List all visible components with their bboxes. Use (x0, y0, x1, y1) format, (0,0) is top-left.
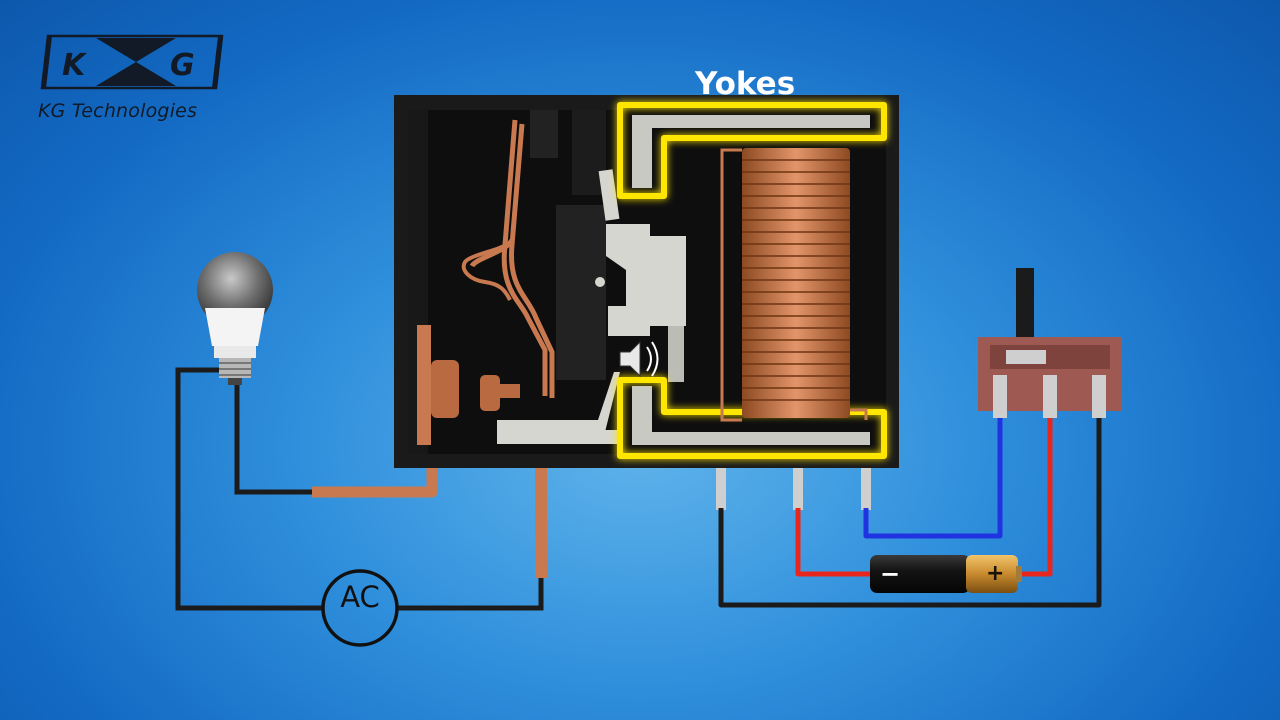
kg-logo: K G KG Technologies (36, 34, 236, 122)
relay-coil (720, 148, 868, 422)
kg-logo-mark-icon (40, 34, 224, 90)
logo-letter-g: G (170, 48, 195, 83)
ac-source-label: AC (340, 580, 380, 614)
battery-icon (870, 555, 1022, 593)
slide-switch-icon[interactable] (978, 268, 1122, 418)
logo-company-name: KG Technologies (38, 100, 198, 122)
contact-springs (461, 119, 555, 398)
fixed-contact-terminal (417, 325, 431, 445)
relay-pins (716, 468, 871, 510)
speaker-icon[interactable] (619, 340, 659, 378)
armature (497, 169, 686, 444)
yokes (632, 115, 870, 445)
battery-positive-label: + (986, 561, 1005, 586)
battery-negative-label: − (880, 560, 901, 588)
moving-contact (480, 375, 500, 411)
dc-circuit-wires (718, 418, 1102, 608)
yokes-highlight (617, 102, 887, 459)
ac-circuit-wires (175, 367, 547, 611)
yokes-label: Yokes (695, 66, 796, 102)
logo-letter-k: K (62, 48, 86, 83)
ac-source-circle (321, 569, 399, 647)
lightbulb-icon (197, 252, 273, 385)
fixed-contact (431, 360, 459, 418)
